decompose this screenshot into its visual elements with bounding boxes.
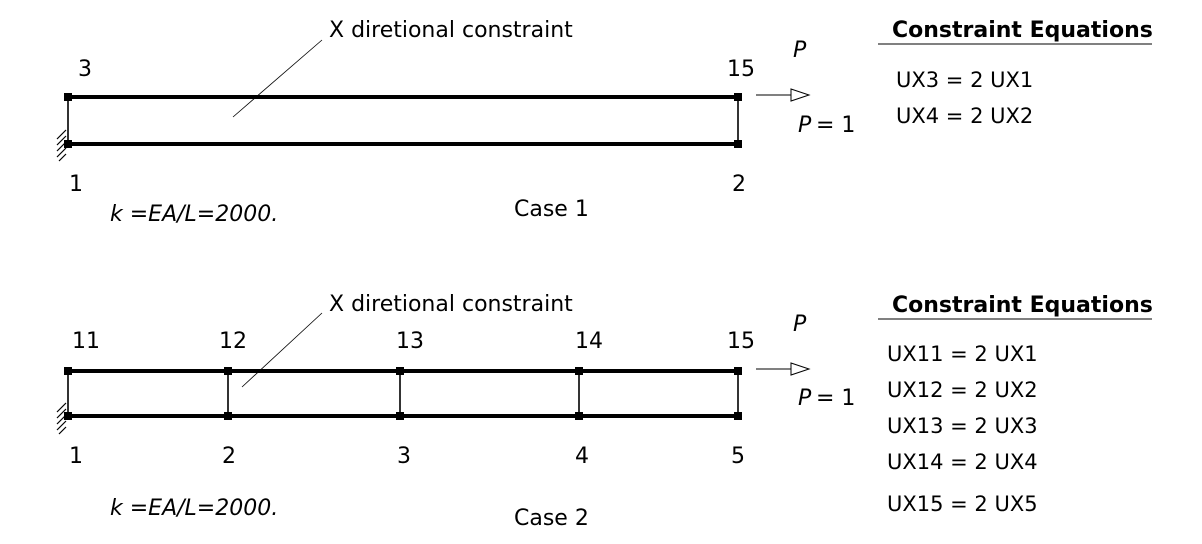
case-1-load-eq-symbol: P: [798, 113, 812, 138]
case-2-load-eq-symbol: P: [798, 386, 812, 411]
case-2-node-14: [575, 367, 583, 375]
case-1-case-label: Case 1: [514, 197, 589, 222]
case-2-case-label: Case 2: [514, 506, 589, 531]
case-2-node-12: [224, 367, 232, 375]
case-1-equation-1: UX3 = 2 UX1: [896, 68, 1033, 92]
case-2-top-node-label-13: 13: [396, 329, 424, 354]
case-1-node-1: [64, 140, 72, 148]
case-1-group: X diretional constraint 3 15 1 2 P: [56, 18, 1153, 227]
case-2-constraint-label: X diretional constraint: [329, 292, 573, 317]
case-2-stiffness-text: k =EA/L=2000.: [110, 496, 278, 521]
case-2-node-1: [64, 412, 72, 420]
case-2-bottom-node-label-4: 4: [575, 444, 589, 469]
case-2-node-13: [396, 367, 404, 375]
case-2-top-node-label-15: 15: [727, 329, 755, 354]
case-1-constraint-label: X diretional constraint: [329, 18, 573, 43]
case-2-top-node-label-12: 12: [219, 329, 247, 354]
case-2-equation-1: UX11 = 2 UX1: [887, 342, 1038, 366]
case-1-stiffness-text: k =EA/L=2000.: [110, 202, 278, 227]
case-2-load-arrow: [756, 362, 811, 376]
case-1-top-node-label-15: 15: [727, 57, 755, 82]
case-1-node-2: [734, 140, 742, 148]
case-1-load-arrow: [756, 88, 811, 102]
case-2-equation-4: UX14 = 2 UX4: [887, 450, 1038, 474]
case-2-load-eq-value: = 1: [816, 386, 855, 411]
case-2-equations-title: Constraint Equations: [892, 293, 1153, 318]
case-1-top-node-label-3: 3: [78, 57, 92, 82]
case-1-load-eq-value: = 1: [816, 113, 855, 138]
case-2-node-3: [396, 412, 404, 420]
case-1-node-3: [64, 93, 72, 101]
case-1-bottom-node-label-1: 1: [69, 172, 83, 197]
case-1-load-symbol: P: [793, 38, 807, 63]
case-2-top-node-label-11: 11: [72, 329, 100, 354]
case-2-bottom-node-label-2: 2: [222, 444, 236, 469]
case-1-equations-title: Constraint Equations: [892, 18, 1153, 43]
case-1-fixed-support-hatch: [56, 129, 67, 162]
case-2-equation-5: UX15 = 2 UX5: [887, 492, 1038, 516]
case-2-bottom-node-label-5: 5: [731, 444, 745, 469]
case-2-equation-3: UX13 = 2 UX3: [887, 414, 1038, 438]
case-1-node-15: [734, 93, 742, 101]
case-2-node-5: [734, 412, 742, 420]
case-2-node-15: [734, 367, 742, 375]
case-2-fixed-support-hatch: [56, 402, 67, 435]
case-1-constraint-leader: [232, 39, 323, 118]
case-2-group: X diretional constraint 11: [56, 292, 1153, 531]
case-2-bottom-node-label-1: 1: [69, 444, 83, 469]
case-2-top-node-label-14: 14: [575, 329, 603, 354]
case-2-bottom-node-label-3: 3: [397, 444, 411, 469]
case-2-load-symbol: P: [793, 312, 807, 337]
case-2-node-11: [64, 367, 72, 375]
case-2-constraint-leader: [241, 312, 323, 388]
case-1-equation-2: UX4 = 2 UX2: [896, 104, 1033, 128]
case-2-node-4: [575, 412, 583, 420]
case-1-bottom-node-label-2: 2: [732, 172, 746, 197]
case-2-node-2: [224, 412, 232, 420]
case-2-equation-2: UX12 = 2 UX2: [887, 378, 1038, 402]
